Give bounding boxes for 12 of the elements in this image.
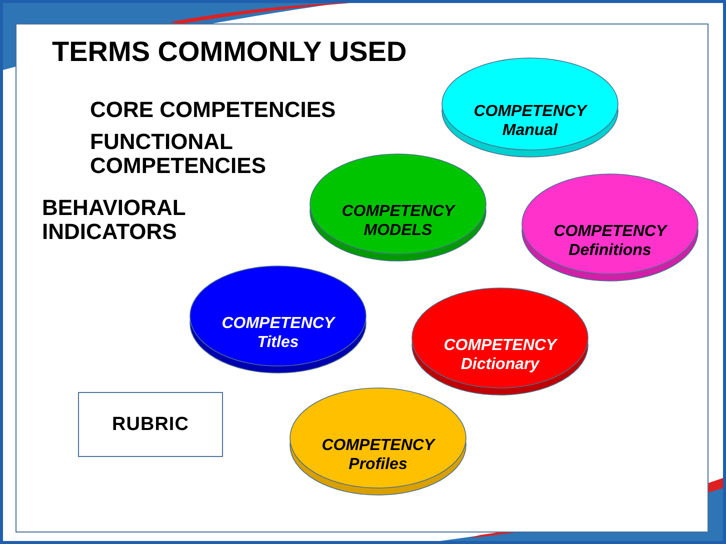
title: TERMS COMMONLY USED <box>52 40 407 64</box>
term-text: FUNCTIONAL COMPETENCIES <box>90 130 266 178</box>
term-text: RUBRIC <box>111 414 190 436</box>
term-text: CORE COMPETENCIES <box>90 98 336 122</box>
term-box <box>78 392 223 457</box>
disc-label: COMPETENCY Definitions <box>554 222 666 260</box>
disc-label: COMPETENCY Titles <box>222 314 334 352</box>
disc-label: COMPETENCY Profiles <box>322 436 434 474</box>
disc-label: COMPETENCY MODELS <box>342 202 454 240</box>
disc-label: COMPETENCY Manual <box>474 102 586 140</box>
term-text: BEHAVIORAL INDICATORS <box>42 196 186 244</box>
disc-label: COMPETENCY Dictionary <box>444 336 556 374</box>
